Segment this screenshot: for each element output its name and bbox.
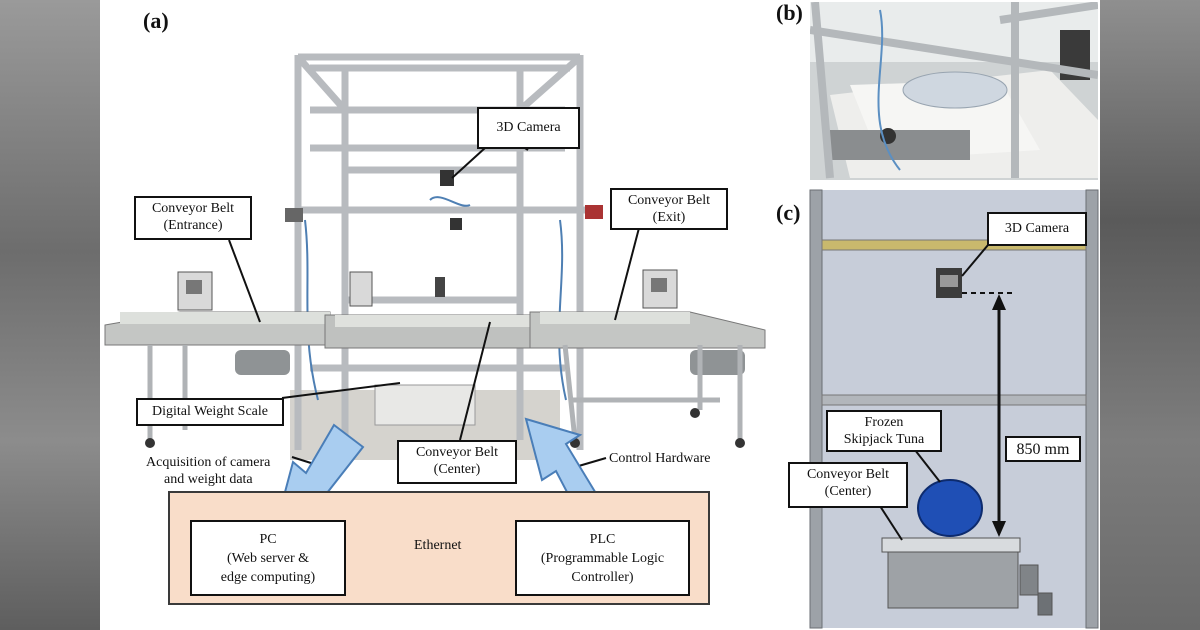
callout-c-belt-center: Conveyor Belt (Center) bbox=[788, 462, 908, 508]
belt-entrance-line2: (Entrance) bbox=[163, 218, 223, 233]
pc-line1: PC bbox=[259, 531, 277, 547]
tuna-shape bbox=[917, 479, 983, 537]
acquisition-label: Acquisition of camera and weight data bbox=[146, 454, 270, 488]
panel-label-a: (a) bbox=[143, 8, 169, 33]
control-hardware-label: Control Hardware bbox=[609, 451, 711, 466]
c-belt-center-line1: Conveyor Belt bbox=[806, 467, 890, 482]
control-arrow bbox=[524, 417, 602, 515]
callout-c-3d-camera: 3D Camera bbox=[987, 212, 1087, 246]
acquisition-line2: and weight data bbox=[164, 472, 253, 487]
belt-entrance-line1: Conveyor Belt bbox=[151, 201, 235, 216]
pc-line2: (Web server & bbox=[226, 550, 310, 566]
panel-label-b: (b) bbox=[776, 0, 803, 25]
plc-line3: Controller) bbox=[571, 569, 634, 585]
distance-label: 850 mm bbox=[1005, 436, 1081, 462]
callout-3d-camera: 3D Camera bbox=[477, 107, 580, 149]
plc-line1: PLC bbox=[589, 531, 616, 547]
callout-belt-exit: Conveyor Belt (Exit) bbox=[610, 188, 728, 230]
belt-exit-line2: (Exit) bbox=[652, 210, 686, 225]
panel-label-c: (c) bbox=[776, 200, 801, 225]
c-belt-center-line2: (Center) bbox=[824, 484, 872, 499]
blurred-background-left bbox=[0, 0, 100, 630]
callout-belt-center: Conveyor Belt (Center) bbox=[397, 440, 517, 484]
belt-exit-line1: Conveyor Belt bbox=[627, 193, 711, 208]
belt-center-line1: Conveyor Belt bbox=[415, 445, 499, 460]
acquisition-line1: Acquisition of camera bbox=[146, 455, 271, 470]
callout-weight-scale: Digital Weight Scale bbox=[136, 398, 284, 426]
pc-node: PC (Web server & edge computing) bbox=[190, 520, 346, 596]
belt-center-line2: (Center) bbox=[433, 462, 481, 477]
callout-c-tuna: Frozen Skipjack Tuna bbox=[826, 410, 942, 452]
callout-belt-entrance: Conveyor Belt (Entrance) bbox=[134, 196, 252, 240]
plc-node: PLC (Programmable Logic Controller) bbox=[515, 520, 690, 596]
blurred-background-right bbox=[1100, 0, 1200, 630]
pc-line3: edge computing) bbox=[220, 569, 316, 585]
tuna-line2: Skipjack Tuna bbox=[843, 432, 925, 447]
tuna-line1: Frozen bbox=[864, 415, 904, 430]
ethernet-label: Ethernet bbox=[414, 538, 462, 553]
plc-line2: (Programmable Logic bbox=[540, 550, 665, 566]
